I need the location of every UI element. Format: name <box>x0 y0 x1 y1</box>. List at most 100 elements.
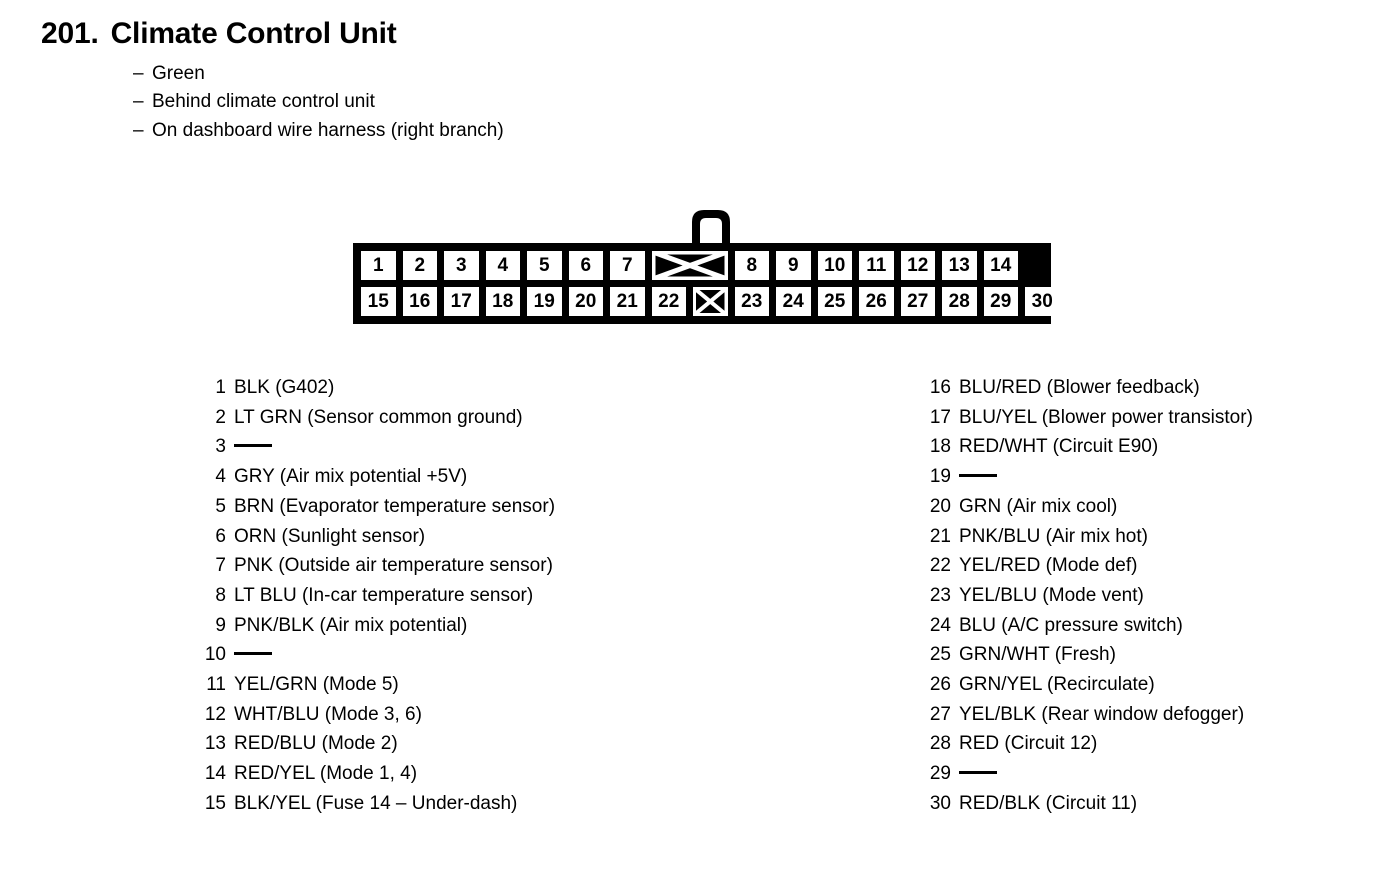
connector-pin-3[interactable]: 3 <box>444 251 479 280</box>
connector-pin-1[interactable]: 1 <box>361 251 396 280</box>
pin-legend-description: GRN (Air mix cool) <box>959 495 1118 517</box>
pin-legend-description: RED/BLK (Circuit 11) <box>959 792 1138 814</box>
pin-legend-number: 2 <box>215 406 226 428</box>
note-bullet-dash: – <box>133 91 144 112</box>
note-bullet-dash: – <box>133 119 144 141</box>
pin-legend-row: 11 YEL/GRN (Mode 5) <box>200 670 555 700</box>
connector-note: –Green <box>133 60 504 89</box>
pin-legend-description: PNK/BLK (Air mix potential) <box>234 614 468 636</box>
pin-legend-row: 19 <box>925 462 1253 492</box>
connector-pin-24[interactable]: 24 <box>776 287 811 316</box>
connector-pin-22[interactable]: 22 <box>651 287 686 316</box>
connector-pin-28[interactable]: 28 <box>942 287 977 316</box>
pin-legend-number: 13 <box>204 733 226 755</box>
connector-latch-tab-icon <box>678 205 744 250</box>
pin-legend-number: 30 <box>929 792 951 814</box>
pin-legend-number: 8 <box>215 584 226 606</box>
pin-legend-row: 10 <box>200 640 555 670</box>
pin-legend-number: 19 <box>929 466 951 488</box>
connector-pin-20[interactable]: 20 <box>568 287 603 316</box>
connector-pin-26[interactable]: 26 <box>859 287 894 316</box>
pin-legend-description: RED/BLU (Mode 2) <box>234 733 398 755</box>
pin-legend-row: 4 GRY (Air mix potential +5V) <box>200 462 555 492</box>
pin-legend-number: 5 <box>215 495 226 517</box>
connector-pin-18[interactable]: 18 <box>485 287 520 316</box>
page-title-text: Climate Control Unit <box>110 17 397 50</box>
connector-pin-29[interactable]: 29 <box>983 287 1018 316</box>
connector-pin-5[interactable]: 5 <box>527 251 562 280</box>
pin-legend-description: LT BLU (In-car temperature sensor) <box>234 584 534 606</box>
connector-pin-27[interactable]: 27 <box>900 287 935 316</box>
connector-pin-7[interactable]: 7 <box>610 251 645 280</box>
pin-legend-row: 9 PNK/BLK (Air mix potential) <box>200 611 555 641</box>
pin-legend-number: 16 <box>929 377 951 398</box>
connector-pin-13[interactable]: 13 <box>942 251 977 280</box>
connector-note: –Behind climate control unit <box>133 88 504 117</box>
page-title-number: 201. <box>41 17 99 50</box>
pin-legend-number: 11 <box>206 674 226 696</box>
connector-pin-15[interactable]: 15 <box>361 287 396 316</box>
note-label: Green <box>152 62 205 84</box>
connector-pin-10[interactable]: 10 <box>817 251 852 280</box>
connector-notes-list: –Green–Behind climate control unit–On da… <box>133 60 504 146</box>
pin-legend-row: 29 <box>925 759 1253 789</box>
pin-legend-description: YEL/RED (Mode def) <box>959 555 1138 577</box>
pin-legend-description: YEL/GRN (Mode 5) <box>234 674 399 696</box>
pin-legend-number: 9 <box>215 614 226 636</box>
pin-legend-row: 28 RED (Circuit 12) <box>925 729 1253 759</box>
connector-pin-11[interactable]: 11 <box>859 251 894 280</box>
pin-legend-description: YEL/BLU (Mode vent) <box>959 584 1144 606</box>
pin-legend-number: 21 <box>929 525 951 547</box>
pin-legend-description: RED/WHT (Circuit E90) <box>959 436 1159 458</box>
pin-legend-number: 28 <box>929 733 951 755</box>
pin-legend-row: 13 RED/BLU (Mode 2) <box>200 729 555 759</box>
note-bullet-dash: – <box>133 62 144 84</box>
pin-legend-number: 22 <box>929 555 951 577</box>
pin-legend-number: 25 <box>929 644 951 666</box>
connector-pin-12[interactable]: 12 <box>900 251 935 280</box>
connector-pin-6[interactable]: 6 <box>568 251 603 280</box>
pin-legend-description: BLU/YEL (Blower power transistor) <box>959 406 1253 428</box>
header-block: 201.Climate Control Unit –Green–Behind c… <box>41 18 504 145</box>
pin-legend-number: 4 <box>215 466 226 488</box>
pin-legend-description: GRN/WHT (Fresh) <box>959 644 1116 666</box>
connector-pin-30[interactable]: 30 <box>1025 287 1060 316</box>
pin-legend-number: 12 <box>204 703 226 725</box>
pin-legend-description: GRY (Air mix potential +5V) <box>234 466 468 488</box>
pin-legend-number: 20 <box>929 495 951 517</box>
connector-pin-9[interactable]: 9 <box>776 251 811 280</box>
pin-legend-number: 26 <box>929 674 951 696</box>
connector-pin-16[interactable]: 16 <box>402 287 437 316</box>
pin-legend-row: 30 RED/BLK (Circuit 11) <box>925 789 1253 819</box>
connector-pin-23[interactable]: 23 <box>734 287 769 316</box>
connector-pin-2[interactable]: 2 <box>402 251 437 280</box>
connector-pin-17[interactable]: 17 <box>444 287 479 316</box>
connector-pin-19[interactable]: 19 <box>527 287 562 316</box>
connector-pin-14[interactable]: 14 <box>983 251 1018 280</box>
connector-pin-8[interactable]: 8 <box>734 251 769 280</box>
pin-legend-description: WHT/BLU (Mode 3, 6) <box>234 703 422 725</box>
pin-legend-row: 8 LT BLU (In-car temperature sensor) <box>200 581 555 611</box>
connector-pin-4[interactable]: 4 <box>485 251 520 280</box>
pin-legend-number: 18 <box>929 436 951 458</box>
note-label: Behind climate control unit <box>152 91 375 112</box>
pin-legend-description: RED (Circuit 12) <box>959 733 1098 755</box>
pin-legend-description: BLK (G402) <box>234 377 335 398</box>
connector-pin-25[interactable]: 25 <box>817 287 852 316</box>
connector-pin-21[interactable]: 21 <box>610 287 645 316</box>
pin-legend-number: 27 <box>929 703 951 725</box>
pin-legend-description: RED/YEL (Mode 1, 4) <box>234 763 418 785</box>
